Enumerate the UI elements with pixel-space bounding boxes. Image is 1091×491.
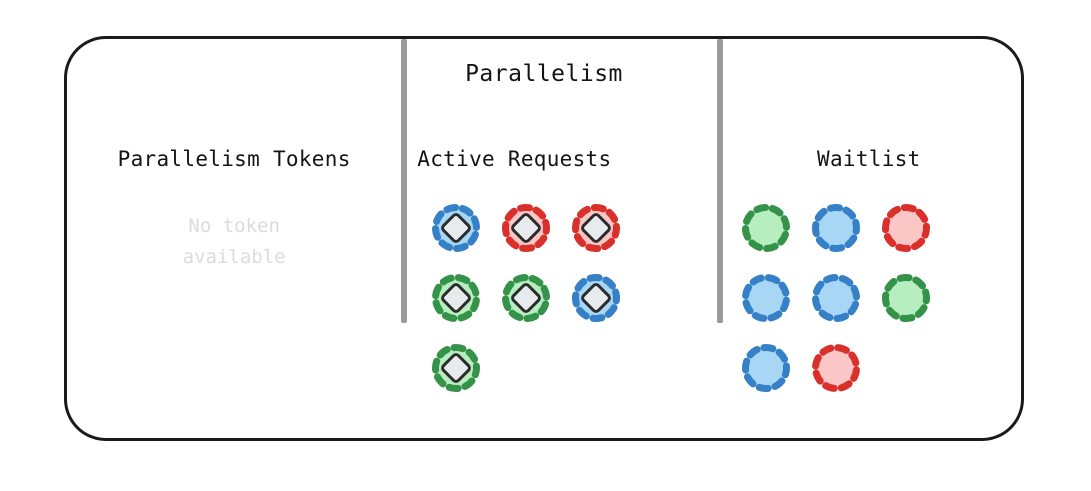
request-node-queued[interactable]: [738, 340, 794, 396]
token-diamond-icon: [441, 213, 472, 243]
request-node-queued[interactable]: [808, 200, 864, 256]
column-active-requests: Active Requests: [401, 117, 710, 417]
token-diamond-icon: [511, 213, 542, 243]
column-parallelism-tokens: Parallelism Tokens No token available: [67, 117, 401, 417]
token-diamond-icon: [581, 283, 612, 313]
tokens-empty-line-1: No token: [188, 215, 280, 237]
request-node-queued[interactable]: [738, 200, 794, 256]
active-requests-grid: [421, 193, 631, 403]
page-title: Parallelism: [465, 61, 623, 87]
tokens-empty-line-2: available: [182, 246, 286, 268]
token-diamond-icon: [441, 283, 472, 313]
parallelism-panel: Parallelism Parallelism Tokens No token …: [64, 36, 1024, 441]
request-node-queued[interactable]: [878, 200, 934, 256]
column-divider-2: [717, 39, 723, 323]
columns-container: Parallelism Tokens No token available Ac…: [67, 117, 1021, 417]
request-node-queued[interactable]: [808, 270, 864, 326]
request-node-queued[interactable]: [808, 340, 864, 396]
column-divider-1: [401, 39, 407, 323]
token-diamond-icon: [441, 353, 472, 383]
column-header-waitlist: Waitlist: [817, 147, 921, 171]
request-node-with-token[interactable]: [568, 200, 624, 256]
token-diamond-icon: [581, 213, 612, 243]
request-node-with-token[interactable]: [428, 200, 484, 256]
tokens-empty-message: No token available: [183, 211, 286, 273]
request-node-queued[interactable]: [738, 270, 794, 326]
waitlist-grid: [731, 193, 941, 403]
token-diamond-icon: [511, 283, 542, 313]
request-node-with-token[interactable]: [498, 200, 554, 256]
column-header-parallelism-tokens: Parallelism Tokens: [117, 147, 351, 171]
request-node-with-token[interactable]: [568, 270, 624, 326]
request-node-with-token[interactable]: [428, 340, 484, 396]
request-node-with-token[interactable]: [498, 270, 554, 326]
column-waitlist: Waitlist: [711, 117, 1021, 417]
column-header-active-requests: Active Requests: [417, 147, 612, 171]
request-node-with-token[interactable]: [428, 270, 484, 326]
request-node-queued[interactable]: [878, 270, 934, 326]
